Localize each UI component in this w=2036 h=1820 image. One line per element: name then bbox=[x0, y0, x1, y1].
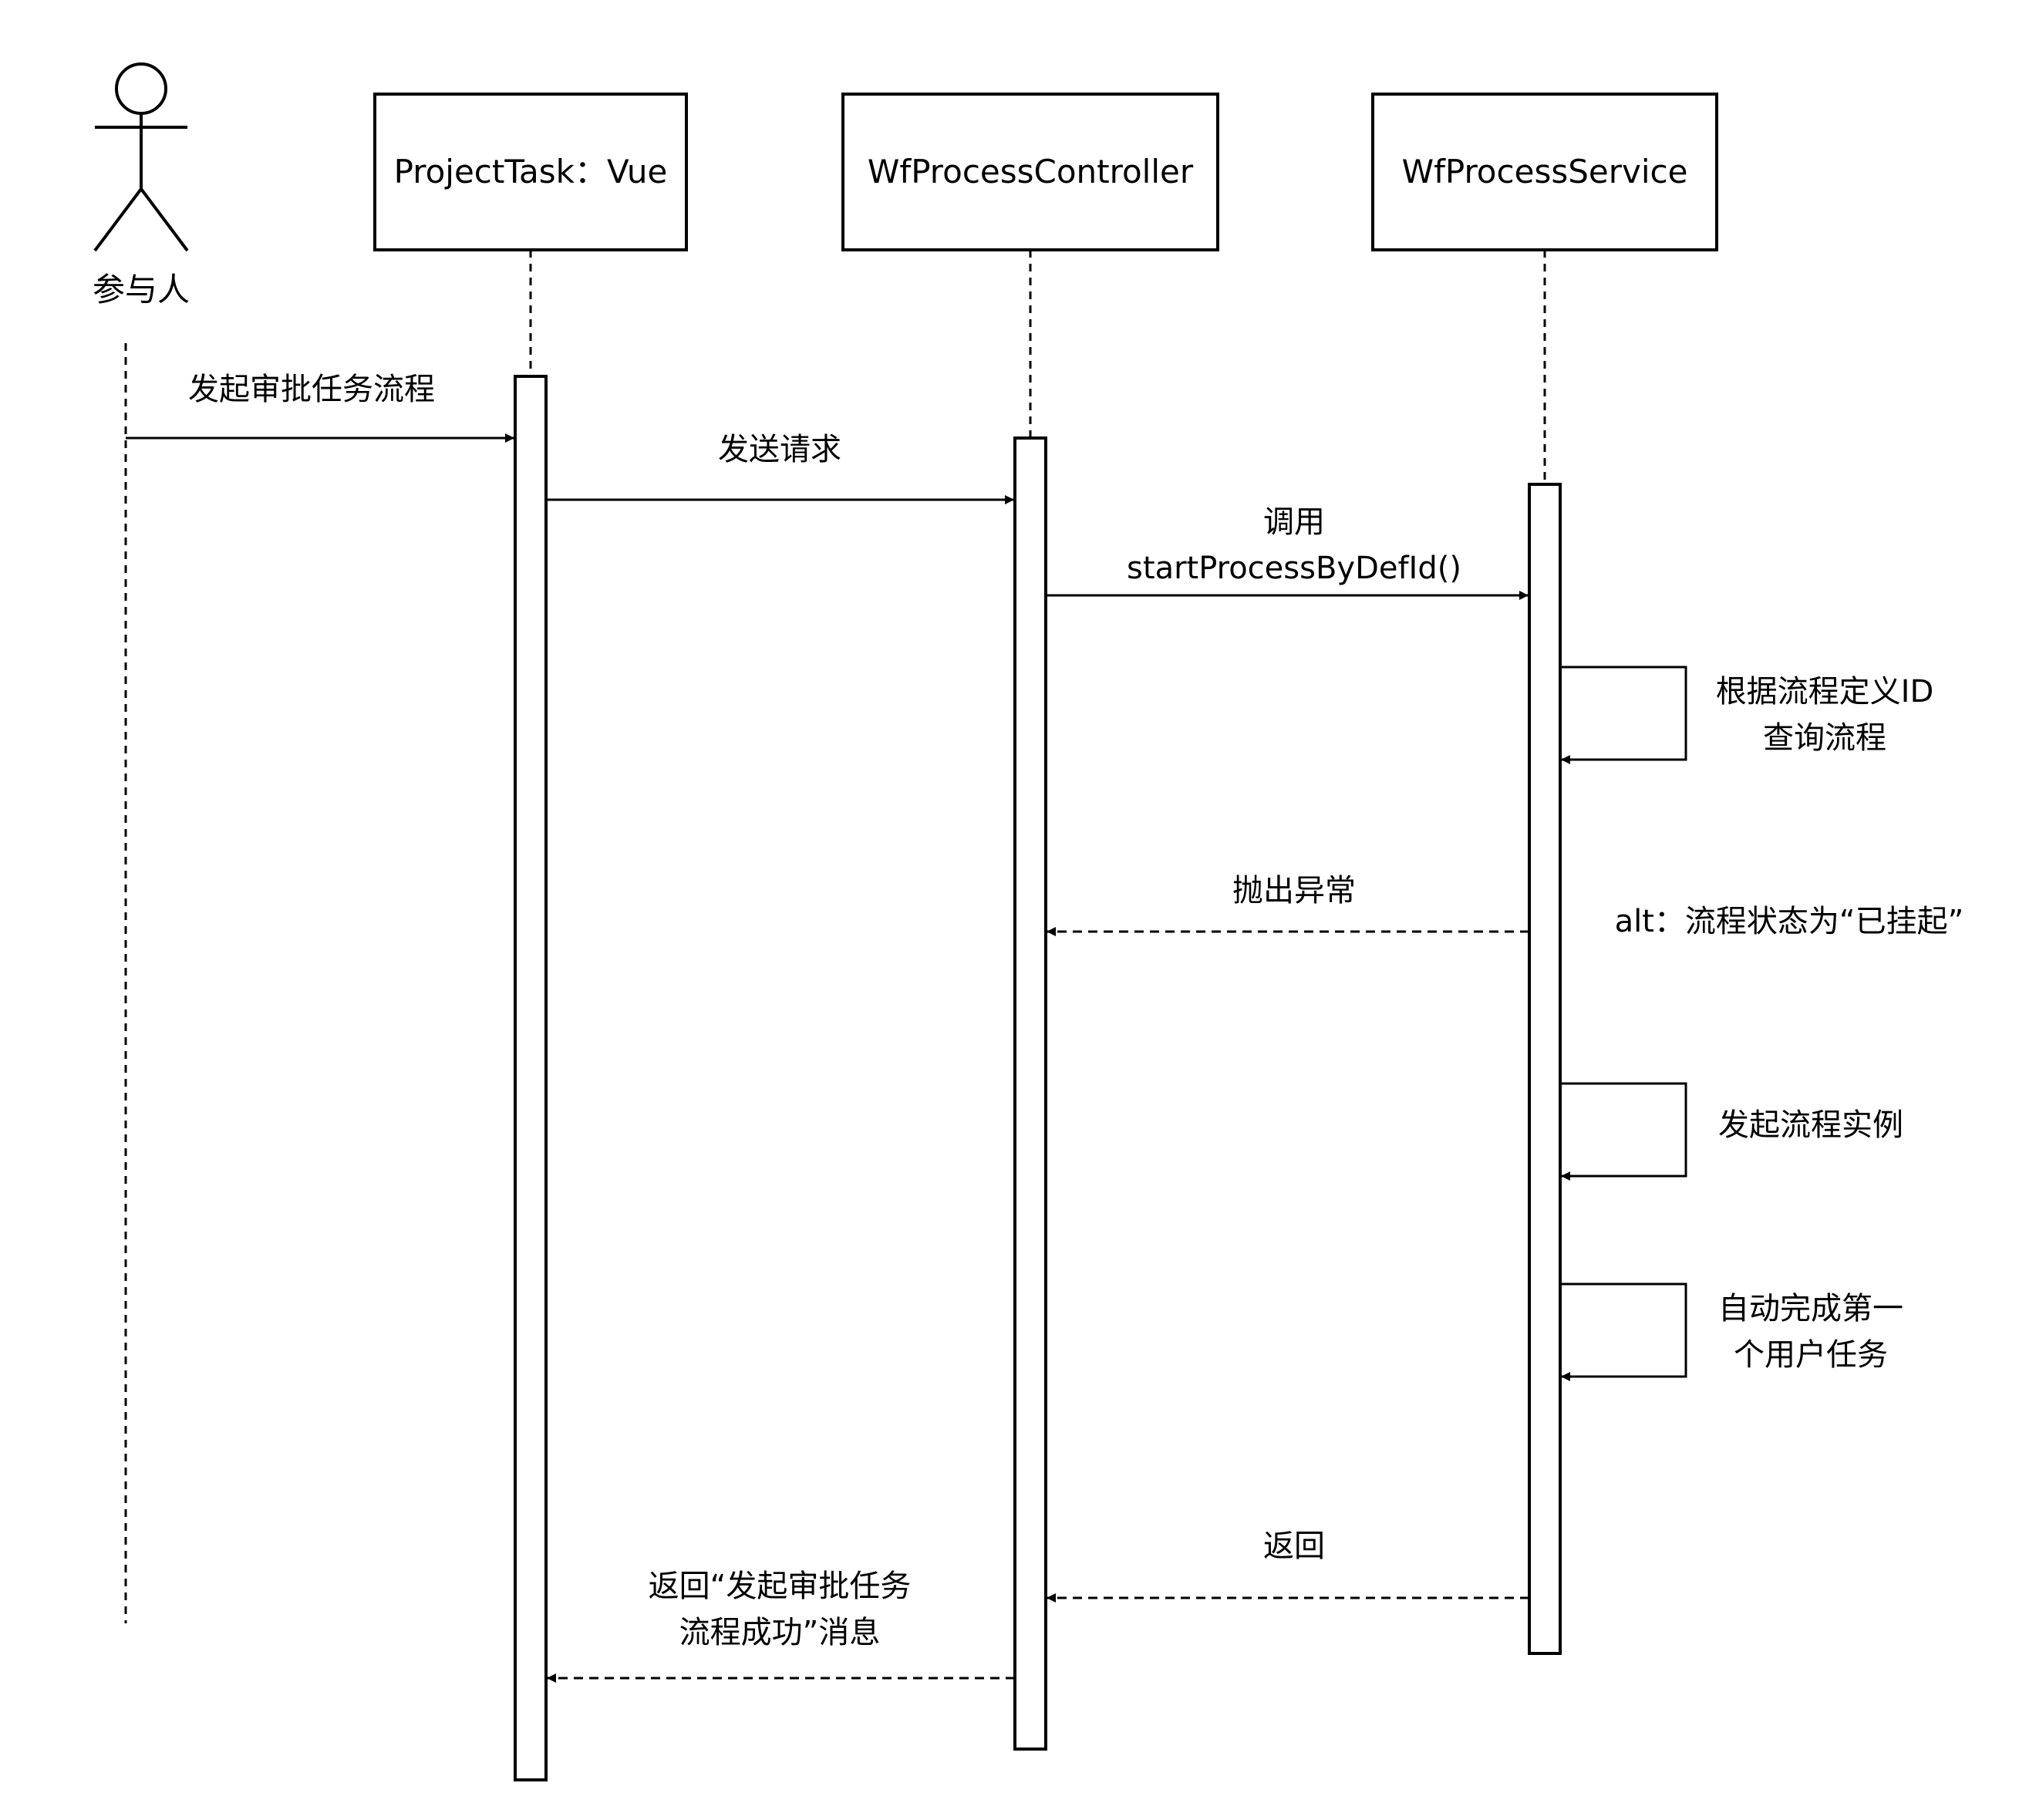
participant-vue-box bbox=[373, 93, 688, 251]
actor-figure bbox=[93, 62, 189, 252]
controller-activation-bar bbox=[1013, 436, 1047, 1751]
self-call-start-instance-arrow bbox=[1560, 1082, 1687, 1181]
self-call-auto-complete-label-line1: 自动完成第一 bbox=[1718, 1291, 1903, 1326]
msg-return-service-label: 返回 bbox=[1263, 1528, 1325, 1564]
msg-call-label-line2: startProcessByDefId() bbox=[1127, 551, 1461, 586]
service-activation-bar bbox=[1528, 483, 1562, 1655]
msg-return-success-label-line2: 流程成功”消息 bbox=[679, 1615, 881, 1650]
self-call-start-instance-label: 发起流程实例 bbox=[1718, 1107, 1903, 1143]
participant-service-box bbox=[1371, 93, 1718, 251]
self-call-query-label-line1: 根据流程定义ID bbox=[1716, 674, 1934, 709]
self-call-auto-complete-label-line2: 个用户任务 bbox=[1734, 1337, 1888, 1373]
msg-call-label-line1: 调用 bbox=[1263, 504, 1325, 540]
self-call-auto-complete-arrow bbox=[1560, 1282, 1687, 1381]
msg-throw-exception-label: 抛出异常 bbox=[1232, 873, 1356, 908]
actor-label: 参与人 bbox=[93, 271, 190, 308]
self-call-query-arrow bbox=[1560, 666, 1687, 764]
msg-start-approval-label: 发起审批任务流程 bbox=[188, 372, 435, 407]
actor-head bbox=[115, 62, 167, 115]
vue-activation-bar bbox=[514, 375, 548, 1781]
self-call-query-label-line2: 查询流程 bbox=[1763, 720, 1886, 756]
actor-leg-left bbox=[93, 187, 143, 252]
participant-vue-label: ProjectTask：Vue bbox=[394, 153, 668, 190]
msg-return-success-label-line1: 返回“发起审批任务 bbox=[649, 1569, 912, 1604]
alt-condition-label: alt：流程状态为“已挂起” bbox=[1615, 904, 1964, 939]
participant-controller-label: WfProcessController bbox=[868, 153, 1194, 190]
participant-service-label: WfProcessService bbox=[1402, 153, 1688, 190]
msg-send-request-label: 发送请求 bbox=[718, 432, 841, 467]
actor-leg-right bbox=[140, 187, 189, 252]
